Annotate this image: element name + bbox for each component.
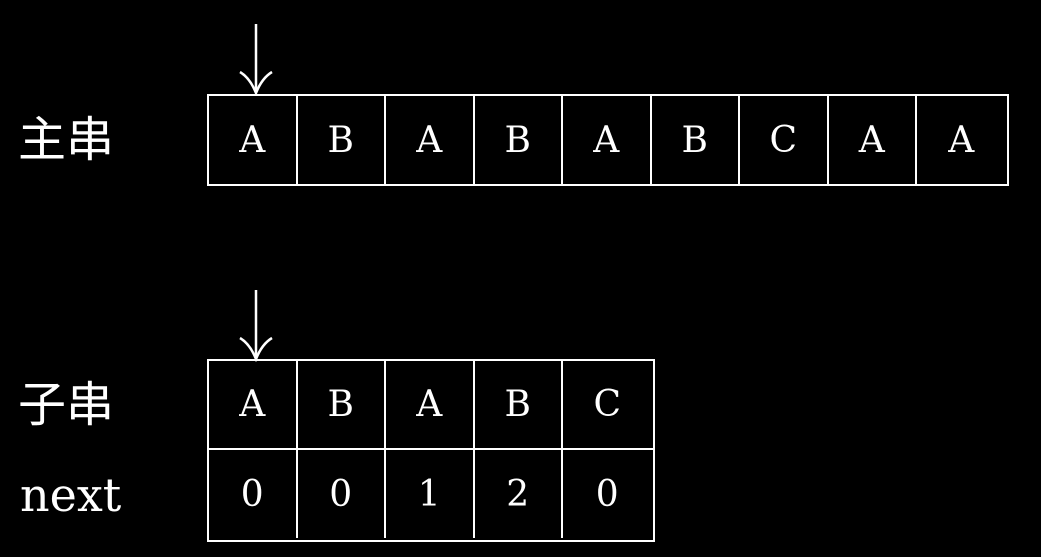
- sub-string-label: 子串: [18, 377, 115, 433]
- main-string-row: A B A B A B C A A: [207, 94, 1009, 186]
- main-pointer-arrow-icon: [239, 24, 273, 96]
- next-value-cell: 0: [595, 473, 619, 515]
- main-string-cell: A: [948, 119, 975, 161]
- sub-string-cell: B: [298, 361, 386, 448]
- main-string-label: 主串: [18, 112, 115, 168]
- next-value-cell: 0: [209, 450, 298, 538]
- sub-string-cell: A: [386, 361, 475, 448]
- main-string-cell: B: [298, 96, 386, 184]
- pattern-table: A B A B C 0 0 1 2 0: [207, 359, 655, 542]
- main-string-cell: A: [563, 96, 652, 184]
- sub-string-cell: B: [475, 361, 563, 448]
- next-value-cell: 2: [475, 450, 563, 538]
- sub-pointer-arrow-icon: [239, 290, 273, 362]
- next-value-cell: 1: [386, 450, 475, 538]
- sub-string-row: A B A B C: [209, 361, 653, 450]
- next-value-cell: 0: [298, 450, 386, 538]
- main-string-cell: B: [475, 96, 563, 184]
- main-string-cell: A: [209, 96, 298, 184]
- main-string-cell: A: [386, 96, 475, 184]
- sub-string-cell: A: [209, 361, 298, 448]
- sub-string-cell: C: [593, 383, 622, 425]
- main-string-cell: B: [652, 96, 740, 184]
- main-string-cell: A: [829, 96, 917, 184]
- next-array-label: next: [20, 468, 122, 522]
- next-array-row: 0 0 1 2 0: [209, 450, 653, 539]
- main-string-cell: C: [740, 96, 829, 184]
